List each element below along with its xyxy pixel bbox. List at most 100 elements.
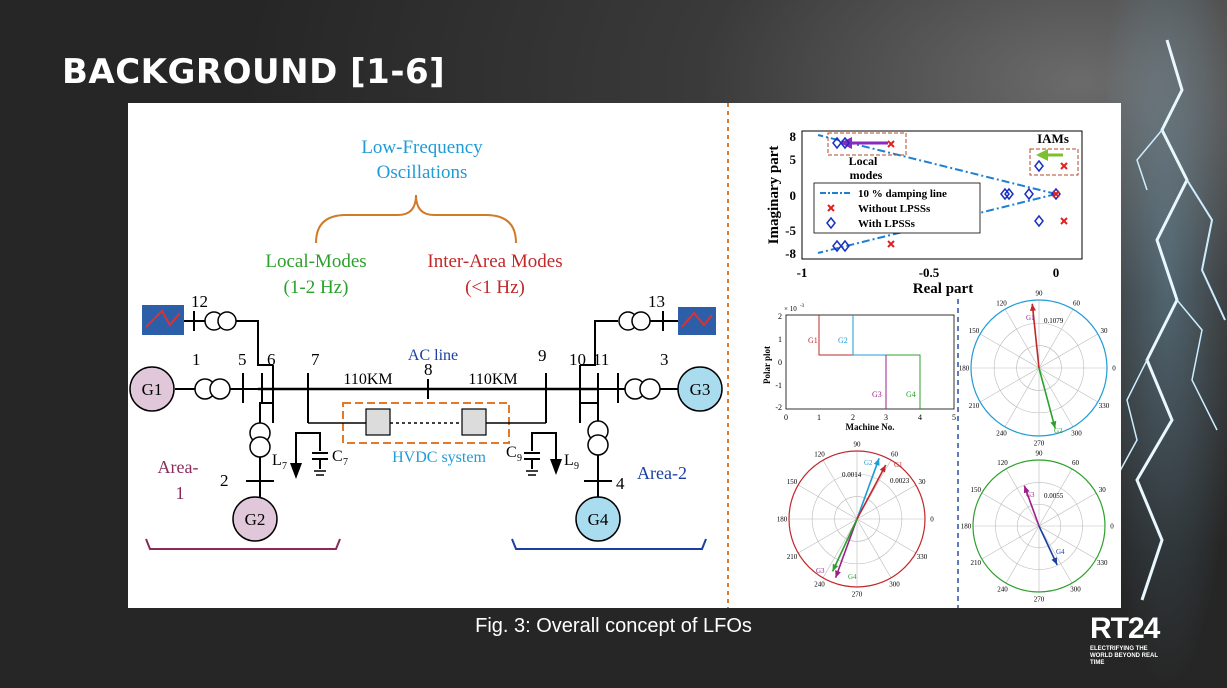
compass-3-g3-label: G3: [1026, 491, 1035, 499]
compass-angle-label: 150: [787, 478, 798, 486]
polar-step-plot: × 10 -3 Polar plot Machine No. 2 1 0 -1 …: [762, 304, 956, 432]
eig-xlabel: Real part: [913, 281, 973, 297]
eig-plot-frame: [801, 130, 1083, 260]
renewable-source-icon-2: [678, 307, 716, 335]
area-1-label-line1: Area-: [158, 457, 199, 477]
svg-text:0: 0: [1053, 265, 1060, 280]
compass-arrow: [856, 464, 887, 520]
inter-area-modes-freq: (<1 Hz): [465, 277, 525, 298]
compass-2-radius-inner: 0.0014: [842, 471, 862, 479]
area-2-label: Area-2: [637, 463, 687, 483]
lfo-title-line1: Low-Frequency: [361, 137, 483, 158]
compass-angle-label: 180: [959, 364, 970, 372]
svg-text:Machine No.: Machine No.: [846, 422, 895, 432]
compass-angle-label: 0: [1112, 364, 1116, 372]
compass-arrowhead: [1029, 303, 1036, 312]
svg-text:4: 4: [918, 413, 922, 422]
local-modes-label: Local-Modes: [265, 251, 366, 272]
compass-arrow: [831, 518, 858, 572]
svg-text:-1: -1: [775, 381, 782, 390]
compass-3-radius-label: 0.0055: [1044, 492, 1064, 500]
compass-angle-label: 240: [996, 429, 1007, 437]
compass-angle-label: 0: [1110, 522, 1114, 530]
compass-2-g4-label: G4: [848, 573, 857, 581]
eig-marker: [1034, 159, 1044, 173]
compass-1-g2-label: G2: [1054, 427, 1063, 435]
svg-text:G4: G4: [906, 390, 916, 399]
compass-angle-label: 30: [1100, 327, 1108, 335]
bus-label-3: 3: [660, 350, 669, 369]
compass-angle-label: 240: [814, 580, 825, 588]
lfo-brace: [315, 194, 517, 244]
area-1-label-line2: 1: [176, 483, 185, 503]
compass-angle-label: 60: [891, 450, 899, 458]
compass-angle-label: 30: [918, 478, 926, 486]
iams-box: [1029, 148, 1079, 176]
svg-text:3: 3: [884, 413, 888, 422]
generator-g4-label: G4: [588, 510, 609, 529]
compass-1-radius-label: 0.1079: [1044, 317, 1064, 325]
generator-g3-label: G3: [690, 380, 711, 399]
svg-text:C: C: [332, 448, 343, 465]
compass-angle-label: 210: [787, 553, 798, 561]
eig-ylabel: Imaginary part: [766, 146, 782, 245]
eig-marker: [832, 239, 842, 253]
bus-label-13: 13: [648, 292, 665, 311]
eig-marker: [887, 140, 895, 148]
eig-marker: [840, 239, 850, 253]
figure-panel: Low-Frequency Oscillations Local-Modes (…: [128, 103, 1121, 608]
load-l7-icon: [290, 463, 302, 479]
converter-left-icon: [365, 408, 391, 436]
svg-text:1: 1: [817, 413, 821, 422]
svg-text:0: 0: [790, 188, 797, 203]
inter-area-modes-label: Inter-Area Modes: [427, 251, 562, 272]
area-2-bracket: [511, 538, 707, 550]
svg-text:1: 1: [778, 335, 782, 344]
compass-angle-label: 270: [1034, 595, 1045, 603]
svg-text:9: 9: [574, 461, 579, 472]
ac-line-label: AC line: [408, 347, 458, 364]
compass-angle-label: 330: [1099, 402, 1110, 410]
compass-ring: [972, 459, 1106, 593]
compass-angle-label: 60: [1073, 299, 1081, 307]
compass-angle-label: 90: [1036, 449, 1044, 457]
generator-g2-label: G2: [245, 510, 266, 529]
svg-text:IAMs: IAMs: [1037, 131, 1069, 146]
compass-angle-label: 180: [961, 522, 972, 530]
svg-text:G2: G2: [838, 336, 848, 345]
svg-text:7: 7: [343, 457, 348, 468]
compass-arrowhead: [1051, 557, 1058, 565]
load-l9-icon: [550, 459, 562, 475]
svg-text:Polar plot: Polar plot: [762, 346, 772, 384]
polar-plot-frame: [785, 314, 955, 410]
compass-3-g4-label: G4: [1056, 548, 1065, 556]
svg-text:5: 5: [952, 413, 956, 422]
svg-text:-3: -3: [800, 304, 805, 309]
renewable-source-icon: [142, 305, 184, 335]
compass-angle-label: 0: [930, 515, 934, 523]
compass-2-g3-label: G3: [816, 567, 825, 575]
eig-marker: [1000, 187, 1010, 201]
svg-text:-2: -2: [775, 403, 782, 412]
damping-line-lower: [817, 193, 1057, 254]
eig-marker: [887, 240, 895, 248]
compass-arrowhead: [832, 563, 839, 572]
compass-angle-label: 210: [971, 559, 982, 567]
figure-caption: Fig. 3: Overall concept of LFOs: [475, 615, 752, 637]
eig-marker: [1060, 217, 1068, 225]
svg-text:L: L: [564, 452, 574, 469]
compass-angle-label: 330: [917, 553, 928, 561]
svg-text:9: 9: [517, 453, 522, 464]
svg-text:G1: G1: [808, 336, 818, 345]
compass-angle-label: 300: [889, 580, 900, 588]
logo-tagline: ELECTRIFYING THE WORLD BEYOND REAL TIME: [1090, 646, 1158, 666]
bus-label-10: 10: [569, 350, 586, 369]
svg-text:-5: -5: [785, 223, 796, 238]
svg-text:0: 0: [784, 413, 788, 422]
bus-label-6: 6: [267, 350, 276, 369]
bus-label-11: 11: [593, 350, 609, 369]
compass-angle-label: 120: [997, 459, 1008, 467]
bus-label-9: 9: [538, 346, 547, 365]
compass-angle-label: 210: [969, 402, 980, 410]
generator-g1: [129, 366, 175, 412]
